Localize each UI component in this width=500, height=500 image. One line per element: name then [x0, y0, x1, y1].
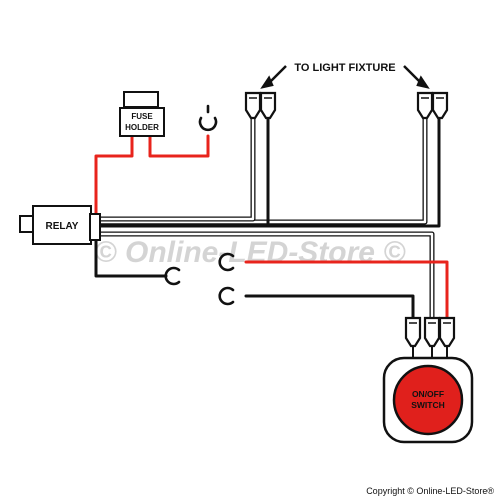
spade-connector-icon: [431, 91, 449, 120]
fuse-label-line2: HOLDER: [125, 123, 159, 132]
fork-terminal-icon: [198, 104, 218, 132]
fork-terminal-icon: [218, 252, 235, 272]
white-fixture-wire: [97, 97, 428, 225]
switch-leads: [412, 346, 448, 358]
fork-terminal-icon: [164, 266, 181, 286]
spade-connector-icon: [404, 316, 422, 348]
fuse-holder: FUSE HOLDER: [119, 91, 165, 137]
white-switch-wire: [97, 231, 435, 323]
on-off-switch: ON/OFF SWITCH: [382, 356, 474, 444]
relay-label: RELAY: [46, 221, 79, 232]
relay: RELAY: [19, 205, 101, 245]
red-switch-wire: [244, 260, 449, 322]
switch-connectors: [404, 316, 456, 348]
watermark: © Online-LED-Store ©: [95, 236, 407, 269]
fork-terminal-icon: [218, 286, 235, 306]
spade-connector-icon: [416, 91, 434, 120]
spade-connector-icon: [423, 316, 441, 348]
switch-label-line2: SWITCH: [411, 400, 445, 410]
copyright-text: Copyright © Online-LED-Store®: [366, 486, 494, 496]
black-ground-wire: [94, 238, 168, 278]
fixture-label: TO LIGHT FIXTURE: [294, 62, 395, 74]
red-fuse-wire: [94, 132, 210, 216]
fuse-label-line1: FUSE: [131, 112, 153, 121]
fixture-connectors-right: [416, 91, 449, 120]
switch-label-line1: ON/OFF: [412, 389, 444, 399]
fixture-arrows: [260, 65, 430, 89]
fixture-connectors-left: [244, 91, 277, 120]
spade-connector-icon: [244, 91, 262, 120]
spade-connector-icon: [259, 91, 277, 120]
black-fixture-wire: [98, 98, 441, 228]
wires: [94, 97, 449, 323]
spade-connector-icon: [438, 316, 456, 348]
black-switch-wire: [244, 294, 415, 322]
